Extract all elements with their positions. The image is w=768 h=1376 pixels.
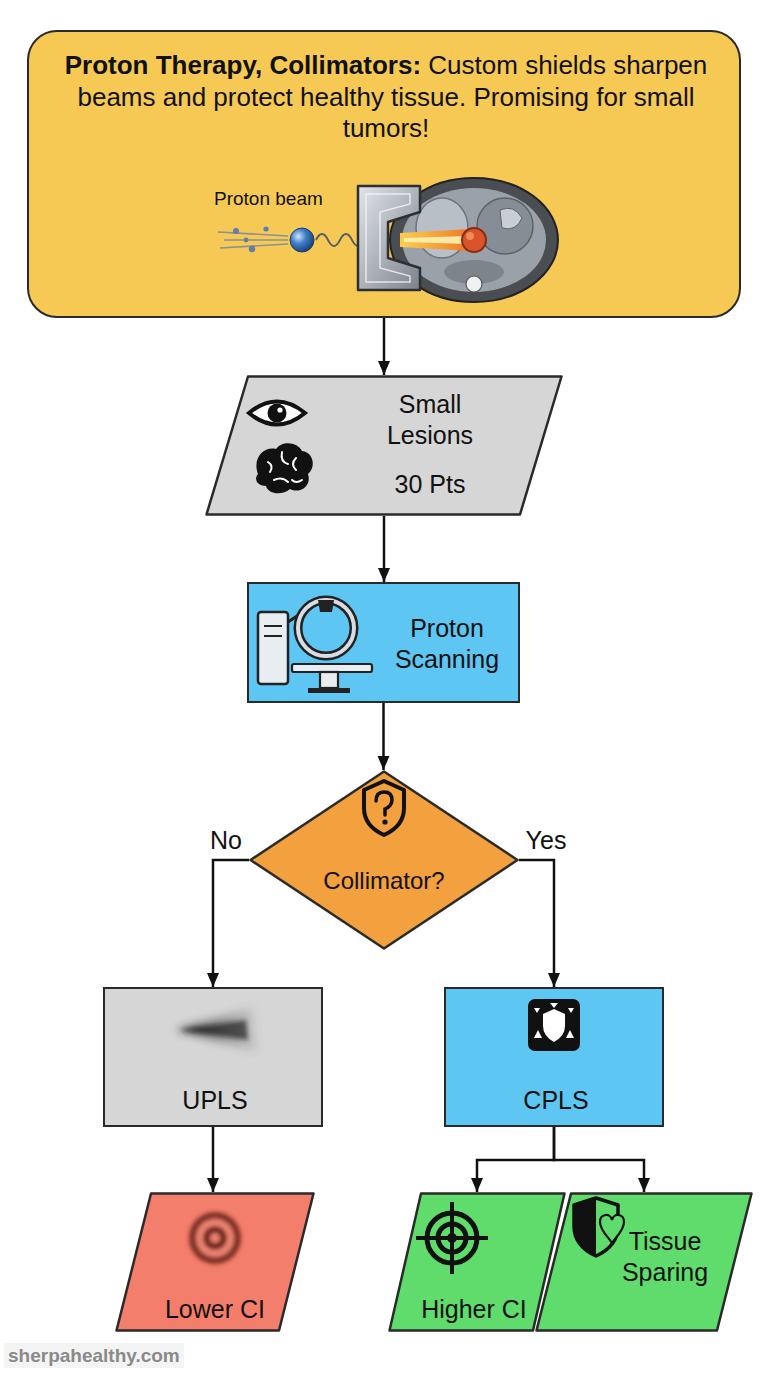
diffuse-beam-icon (176, 1008, 258, 1052)
decision-text: Collimator? (304, 866, 464, 895)
process-text: UPLS (125, 1085, 305, 1116)
process-text: Proton Scanning (377, 613, 517, 674)
header-panel: Proton Therapy, Collimators:Custom shiel… (27, 30, 741, 318)
input-parallelogram: Small Lesions 30 Pts (205, 375, 563, 516)
proton-machine-icon (258, 600, 372, 693)
output-parallelogram: Tissue Sparing (535, 1192, 753, 1332)
connector (477, 1127, 554, 1192)
connector (213, 860, 249, 987)
output-text: Tissue Sparing (597, 1226, 733, 1287)
process-box: UPLS (103, 987, 323, 1127)
decision-diamond-outline (249, 770, 519, 950)
crosshair-target-icon (416, 1202, 488, 1274)
output-parallelogram: Higher CI (388, 1192, 566, 1332)
collimator-illustration (358, 186, 420, 290)
input-parallelogram-outline (205, 375, 563, 516)
connector (212, 1127, 215, 1192)
input-text: 30 Pts (365, 469, 495, 500)
process-box: CPLS (444, 987, 664, 1127)
output-parallelogram: Lower CI (115, 1192, 315, 1332)
decision-diamond: Collimator? (249, 770, 519, 950)
connector (383, 516, 386, 582)
output-text: Lower CI (145, 1294, 285, 1325)
connector (519, 860, 554, 987)
ct-scan-illustration (390, 178, 558, 302)
input-text: Small Lesions (365, 389, 495, 450)
connector (383, 318, 386, 375)
header-text: Proton Therapy, Collimators: (65, 50, 421, 80)
edge-label: Yes (524, 825, 569, 856)
collimator-icon (528, 999, 580, 1051)
brain-icon (256, 443, 313, 493)
process-box: Proton Scanning (247, 582, 520, 703)
shield-question-icon (364, 781, 404, 835)
connector (382, 703, 385, 770)
watermark: sherpahealthy.com (4, 1343, 184, 1368)
edge-label: No (208, 825, 244, 856)
connector (554, 1127, 644, 1192)
shield-heart-icon (574, 1198, 624, 1256)
eye-icon (249, 402, 305, 425)
proton-beam-illustration (218, 226, 384, 252)
output-text: Higher CI (408, 1294, 540, 1325)
blurred-target-icon (189, 1212, 241, 1264)
process-text: CPLS (466, 1085, 646, 1116)
illustration-label: Proton beam (214, 187, 323, 210)
